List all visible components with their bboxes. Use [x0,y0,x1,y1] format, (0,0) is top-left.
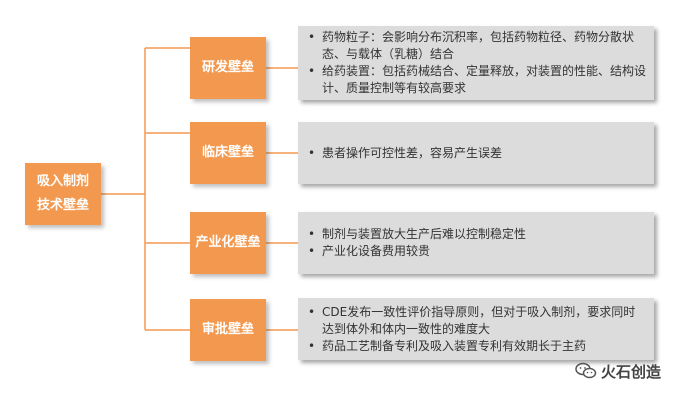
desc-panel-industrial: 制剂与装置放大生产后难以控制稳定性 产业化设备费用较贵 [298,212,654,274]
bullet-list: 患者操作可控性差，容易产生误差 [308,145,646,162]
category-title: 审批壁垒 [201,322,254,337]
watermark: 火石创造 [575,360,661,382]
bullet-list: 制剂与装置放大生产后难以控制稳定性 产业化设备费用较贵 [308,226,646,260]
category-rd-barrier: 研发壁垒 [190,37,266,99]
root-node: 吸入制剂 技术壁垒 [25,163,101,225]
bullet-item: CDE发布一致性评价指导原则，但对于吸入制剂，要求同时达到体外和体内一致性的难度… [308,304,646,338]
category-title: 产业化壁垒 [195,235,261,250]
category-industrial-barrier: 产业化壁垒 [190,212,266,274]
category-title: 临床壁垒 [201,145,254,160]
category-clinical-barrier: 临床壁垒 [190,122,266,184]
bullet-item: 患者操作可控性差，容易产生误差 [308,145,646,162]
desc-panel-approval: CDE发布一致性评价指导原则，但对于吸入制剂，要求同时达到体外和体内一致性的难度… [298,298,654,360]
bullet-list: CDE发布一致性评价指导原则，但对于吸入制剂，要求同时达到体外和体内一致性的难度… [308,304,646,355]
bullet-item: 药物粒子：会影响分布沉积率，包括药物粒径、药物分散状态、与载体（乳糖）结合 [308,29,646,63]
desc-panel-clinical: 患者操作可控性差，容易产生误差 [298,122,654,184]
bullet-item: 制剂与装置放大生产后难以控制稳定性 [308,226,646,243]
watermark-text: 火石创造 [601,362,662,381]
root-label-line2: 技术壁垒 [36,198,89,213]
bullet-item: 产业化设备费用较贵 [308,243,646,260]
category-approval-barrier: 审批壁垒 [190,299,266,361]
bullet-list: 药物粒子：会影响分布沉积率，包括药物粒径、药物分散状态、与载体（乳糖）结合 给药… [308,29,646,97]
desc-panel-rd: 药物粒子：会影响分布沉积率，包括药物粒径、药物分散状态、与载体（乳糖）结合 给药… [298,26,654,100]
root-label-line1: 吸入制剂 [36,174,89,189]
wechat-icon [575,362,597,379]
bullet-item: 药品工艺制备专利及吸入装置专利有效期长于主药 [308,338,646,355]
bullet-item: 给药装置：包括药械结合、定量释放，对装置的性能、结构设计、质量控制等有较高要求 [308,63,646,97]
category-title: 研发壁垒 [201,60,254,75]
